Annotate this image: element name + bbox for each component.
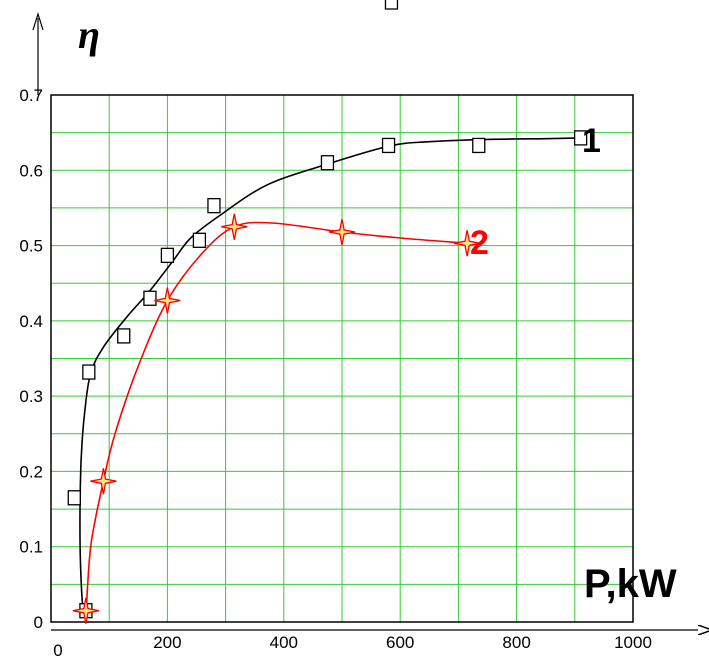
series-1-point xyxy=(160,247,175,264)
y-arrow-head xyxy=(32,11,44,31)
x-tick-label: 800 xyxy=(502,633,530,652)
tick-labels: 0 200 400 600 800 1000 0 0.1 0.2 0.3 0.4 0.5 0.6 0.7 xyxy=(19,86,652,658)
series-1-point xyxy=(143,290,157,306)
x-tick-label: 0 xyxy=(53,641,62,658)
series-2-point xyxy=(453,230,481,257)
labels: η P,kW 1 2 xyxy=(78,12,677,606)
series-2-point xyxy=(221,213,248,240)
series-1-label: 1 xyxy=(582,122,601,160)
x-axis-label: P,kW xyxy=(584,562,677,606)
series-1 xyxy=(67,130,588,619)
x-tick-label: 1000 xyxy=(614,633,652,652)
series-2-point xyxy=(72,597,100,624)
grid xyxy=(51,95,633,622)
series-1-point xyxy=(67,490,81,506)
series-2 xyxy=(72,213,481,624)
y-axis-label: η xyxy=(78,12,100,57)
series-1-point xyxy=(82,364,96,380)
series-2-point xyxy=(328,218,356,246)
y-tick-label: 0.1 xyxy=(19,538,43,557)
plot-frame xyxy=(50,94,634,623)
x-tick-label: 600 xyxy=(386,633,414,652)
series-2-point xyxy=(154,287,181,314)
series-1-point xyxy=(117,328,131,344)
x-tick-label: 200 xyxy=(153,633,181,652)
y-tick-label: 0.6 xyxy=(19,161,43,180)
series xyxy=(67,0,588,624)
y-tick-label: 0.2 xyxy=(19,462,43,481)
stray-square-marker xyxy=(384,0,399,10)
series-2-line xyxy=(85,221,468,623)
series-1-point xyxy=(381,137,396,154)
y-tick-label: 0.3 xyxy=(19,387,43,406)
series-2-point xyxy=(90,468,117,495)
series-1-point xyxy=(192,232,207,248)
y-tick-label: 0 xyxy=(34,613,43,632)
x-tick-label: 400 xyxy=(270,633,298,652)
series-1-point xyxy=(472,137,486,154)
y-tick-label: 0.5 xyxy=(19,237,43,256)
y-tick-label: 0.4 xyxy=(19,312,43,331)
series-1-point xyxy=(207,198,221,214)
series-2-label: 2 xyxy=(470,224,489,262)
axes xyxy=(32,11,698,630)
series-1-point xyxy=(573,130,588,146)
series-1-point xyxy=(320,155,335,171)
series-1-line xyxy=(79,137,581,611)
y-tick-label: 0.7 xyxy=(19,86,43,105)
